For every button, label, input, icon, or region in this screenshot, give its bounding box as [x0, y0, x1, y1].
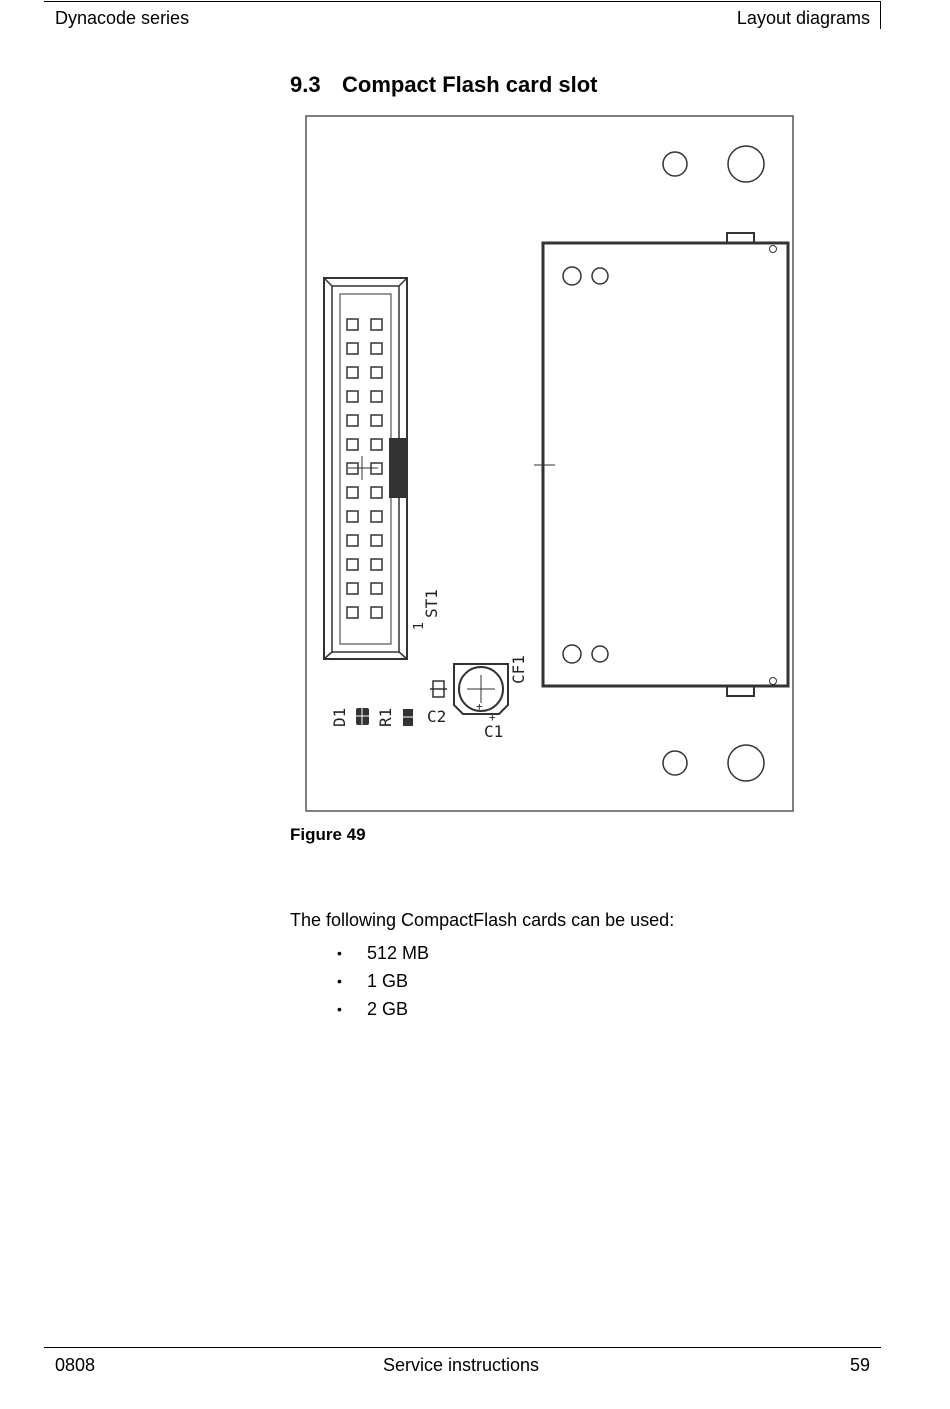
cf-slot-hole: [591, 645, 609, 663]
board-outline: [305, 115, 794, 812]
figure-caption: Figure 49: [290, 825, 366, 844]
cf-slot-pin: [769, 245, 777, 253]
st1-pin-pad: [370, 510, 383, 523]
mounting-hole: [662, 750, 688, 776]
list-item: • 1 GB: [337, 967, 637, 995]
c1-body: [458, 666, 504, 712]
st1-pin-pad: [346, 606, 359, 619]
pcb-layout-diagram: ST1 1 + + C1 CF1 C2 R1 D1: [305, 115, 794, 812]
c1-plus-mark: +: [489, 711, 496, 724]
st1-pin-pad: [346, 510, 359, 523]
st1-pin-pad: [346, 318, 359, 331]
header-right-tick: [880, 1, 881, 29]
st1-pin-pad: [346, 582, 359, 595]
c1-plus-mark: +: [476, 700, 483, 713]
mounting-hole: [727, 744, 765, 782]
cf-slot-outline: [541, 241, 790, 688]
header-top-rule: [44, 1, 881, 2]
cf-slot-tab: [726, 232, 755, 244]
st1-pin-pad: [346, 342, 359, 355]
st1-pin-pad: [346, 486, 359, 499]
st1-pin1-label: 1: [412, 622, 427, 630]
st1-pin-pad: [370, 414, 383, 427]
st1-key-notch: [389, 438, 407, 498]
st1-pin-pad: [370, 582, 383, 595]
st1-pin-pad: [370, 606, 383, 619]
list-item-label: 512 MB: [367, 943, 430, 963]
st1-pin-pad: [370, 390, 383, 403]
st1-pin-pad: [346, 438, 359, 451]
cf-slot-hole: [591, 267, 609, 285]
st1-pin-pad: [346, 390, 359, 403]
c1-label: C1: [484, 722, 503, 741]
list-item: • 2 GB: [337, 995, 637, 1023]
st1-pin-pad: [370, 558, 383, 571]
c1-outline: [453, 663, 509, 715]
st1-label: ST1: [422, 589, 441, 618]
r1-label: R1: [376, 708, 395, 727]
st1-pin-pad: [370, 366, 383, 379]
bullet-icon: •: [337, 1001, 342, 1017]
cf-slot-hole: [562, 644, 582, 664]
bullet-icon: •: [337, 945, 342, 961]
st1-inner: [331, 285, 400, 653]
cf-slot-pin: [769, 677, 777, 685]
mounting-hole: [727, 145, 765, 183]
cf-slot-tab: [726, 685, 755, 697]
footer-rule: [44, 1347, 881, 1348]
st1-pin-pad: [346, 366, 359, 379]
list-item-label: 2 GB: [367, 999, 409, 1019]
mounting-hole: [662, 151, 688, 177]
st1-pin-pad: [370, 342, 383, 355]
st1-pin-pad: [346, 414, 359, 427]
section-number: 9.3: [290, 72, 321, 97]
bullet-icon: •: [337, 973, 342, 989]
header-left: Dynacode series: [55, 8, 190, 28]
st1-pin-pad: [370, 438, 383, 451]
cf-slot-hole: [562, 266, 582, 286]
footer-page-number: 59: [849, 1355, 870, 1375]
st1-pin-pad: [370, 318, 383, 331]
intro-text: The following CompactFlash cards can be …: [290, 910, 675, 930]
cf1-label: CF1: [509, 655, 528, 684]
list-item: • 512 MB: [337, 939, 637, 967]
section-title: Compact Flash card slot: [342, 72, 598, 97]
st1-corner: [323, 651, 333, 660]
d1-label: D1: [330, 708, 349, 727]
st1-corner: [323, 277, 333, 287]
list-item-label: 1 GB: [367, 971, 409, 991]
footer-left: 0808: [55, 1355, 96, 1375]
header-right: Layout diagrams: [736, 8, 870, 28]
cf-card-list: • 512 MB • 1 GB • 2 GB: [337, 939, 637, 1023]
st1-pin-pad: [346, 558, 359, 571]
st1-pin-pad: [370, 534, 383, 547]
footer-center: Service instructions: [383, 1355, 540, 1375]
st1-corner: [398, 277, 408, 287]
st1-corner: [398, 651, 408, 660]
st1-pin-pad: [370, 486, 383, 499]
st1-pin-pad: [346, 534, 359, 547]
c2-label: C2: [427, 707, 446, 726]
